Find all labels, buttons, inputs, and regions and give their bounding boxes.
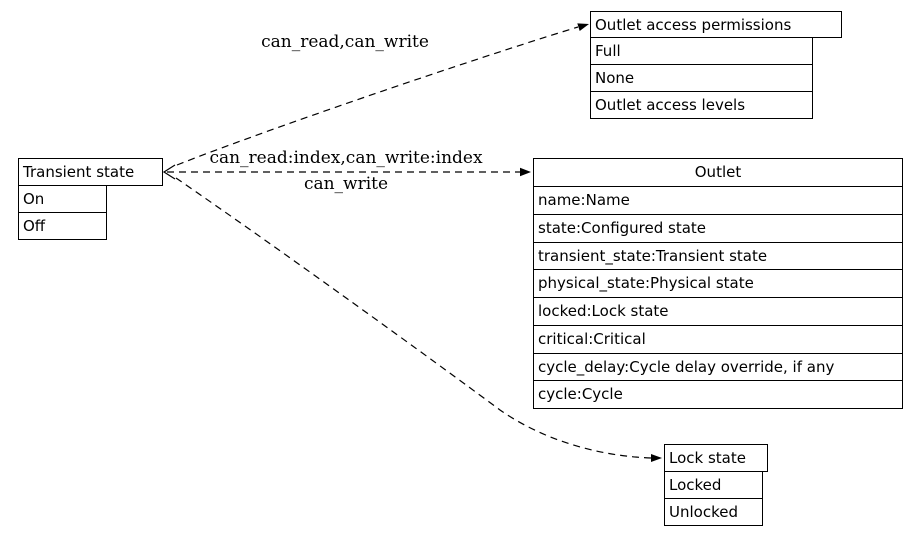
edge-label-can-read-index-can-write-index: can_read:index,can_write:index (209, 148, 483, 168)
edge-label-can-read-can-write: can_read,can_write (261, 32, 429, 52)
node-outlet-row-cycle: cycle:Cycle (534, 380, 902, 408)
node-transient-state-row-off: Off (18, 212, 107, 240)
node-outlet-access-permissions: Outlet access permissions Full None Outl… (590, 11, 842, 119)
node-outlet-title: Outlet (694, 163, 742, 181)
open-arrowhead-icon (162, 164, 176, 180)
node-outlet-row-name: name:Name (534, 186, 902, 214)
node-transient-state-title: Transient state (18, 158, 163, 186)
node-outlet-access-permissions-row-levels: Outlet access levels (590, 91, 813, 119)
node-outlet-row-physical-state: physical_state:Physical state (534, 269, 902, 297)
node-outlet-access-permissions-row-none: None (590, 64, 813, 92)
solid-arrowhead-icon (651, 454, 662, 462)
node-lock-state-row-locked: Locked (664, 471, 763, 499)
node-outlet-row-locked: locked:Lock state (534, 297, 902, 325)
node-transient-state: Transient state On Off (18, 158, 163, 240)
node-outlet-access-permissions-title: Outlet access permissions (590, 11, 842, 38)
node-outlet-row-cycle-delay: cycle_delay:Cycle delay override, if any (534, 352, 902, 381)
node-outlet-access-permissions-row-full: Full (590, 37, 813, 65)
solid-arrowhead-icon (520, 167, 531, 177)
node-outlet-row-state: state:Configured state (534, 213, 902, 242)
edge-label-can-write: can_write (303, 174, 389, 194)
node-lock-state-title: Lock state (664, 444, 768, 472)
node-lock-state-row-unlocked: Unlocked (664, 498, 763, 526)
node-outlet-row-transient-state: transient_state:Transient state (534, 241, 902, 270)
node-outlet-row-critical: critical:Critical (534, 324, 902, 353)
node-transient-state-row-on: On (18, 185, 107, 213)
solid-arrowhead-icon (577, 23, 589, 31)
edge-to-permissions-line (176, 26, 579, 166)
node-lock-state: Lock state Locked Unlocked (664, 444, 768, 526)
node-outlet: Outlet name:Name state:Configured state … (533, 158, 903, 409)
edge-to-lock-state-line (175, 177, 652, 459)
